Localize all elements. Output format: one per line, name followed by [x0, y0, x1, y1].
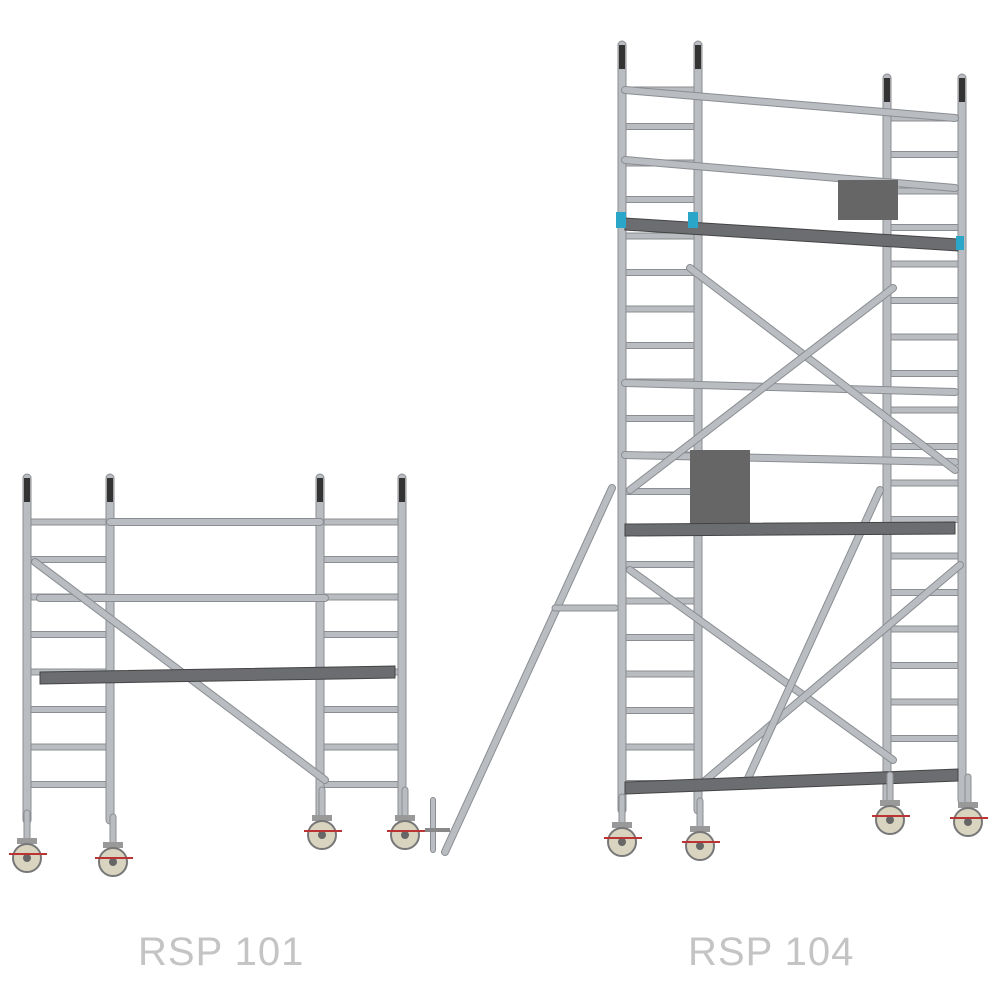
castor-plate [17, 838, 37, 844]
guardrail-highlight [622, 87, 958, 121]
product-label-rsp-101: RSP 101 [138, 930, 305, 974]
castor-hub [886, 816, 894, 824]
clamp [688, 212, 698, 228]
castor-hub [618, 838, 626, 846]
castor-plate [395, 815, 415, 821]
castor-hub [109, 858, 117, 866]
platform-deck [39, 665, 396, 685]
castor-plate [880, 800, 900, 806]
product-label-rsp-104: RSP 104 [688, 930, 855, 974]
platform-deck [624, 521, 956, 537]
upright-cap [317, 478, 323, 502]
guardrail-highlight [622, 380, 958, 395]
clamp [956, 236, 964, 250]
castor-plate [312, 815, 332, 821]
scaffold-rsp-104 [425, 40, 988, 861]
castor-hub [401, 831, 409, 839]
castor-hub [964, 818, 972, 826]
guardrail-highlight [622, 157, 958, 191]
castor-plate [612, 822, 632, 828]
diagonal-brace-highlight [697, 562, 963, 788]
upright-cap [24, 478, 30, 502]
upright-cap [399, 478, 405, 502]
stabilizer-strut-highlight [442, 485, 615, 855]
castor-plate [958, 802, 978, 808]
upright-cap [695, 45, 701, 69]
castor-hub [23, 854, 31, 862]
platform-deck [624, 768, 959, 795]
upright-cap [619, 45, 625, 69]
diagonal-brace-highlight [742, 487, 883, 788]
upright-cap [959, 78, 965, 102]
toe-board [838, 180, 898, 220]
upright-cap [107, 478, 113, 502]
castor-plate [690, 826, 710, 832]
castor-hub [696, 842, 704, 850]
castor-plate [103, 842, 123, 848]
scaffold-rsp-101 [9, 473, 425, 877]
diagonal-brace-highlight [627, 567, 896, 763]
upright-cap [884, 78, 890, 102]
diagonal-brace-highlight [627, 285, 896, 493]
diagonal-brace-highlight [687, 265, 958, 473]
castor-hub [318, 831, 326, 839]
trapdoor-hatch [690, 450, 750, 525]
clamp [616, 212, 626, 228]
